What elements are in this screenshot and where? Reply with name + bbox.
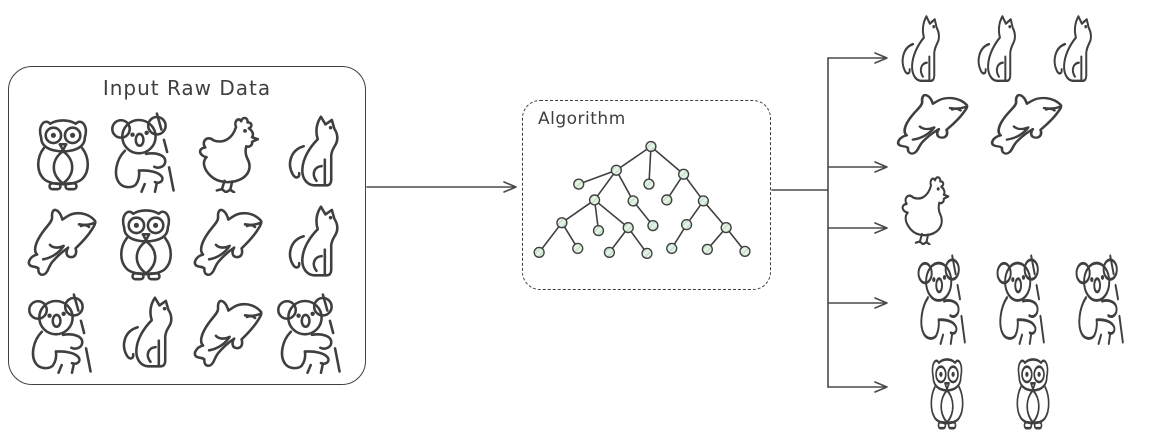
orca-icon [896,93,969,155]
algorithm-panel: Algorithm [522,100,771,290]
orca-icon [990,93,1063,155]
tree-edge [561,199,596,224]
owl-icon [1016,358,1050,430]
output-group-whales [891,87,1070,161]
tree-node [627,195,639,207]
tree-node [603,246,616,259]
input-panel-title: Input Raw Data [102,76,272,100]
owl-icon [930,358,964,430]
cat-icon [1053,15,1093,82]
tree-node [739,245,751,258]
tree-node [533,246,545,259]
output-group-koalas [913,253,1133,345]
tree-node [680,219,693,231]
tree-node [697,195,710,207]
tree-node [592,224,605,237]
tree-node [677,168,690,180]
koala-icon [917,254,967,345]
algorithm-tree [533,140,751,260]
tree-node [720,222,732,234]
tree-edge [648,146,652,185]
tree-node [701,243,713,256]
output-group-cats [888,11,1103,88]
tree-node [666,242,678,255]
tree-edge [702,200,727,229]
tree-edge [594,199,629,229]
tree-node [610,164,622,176]
tree-node [643,178,655,190]
tree-node [588,194,601,206]
input-raw-data-panel: Input Raw Data [8,66,366,385]
tree-node [622,222,634,234]
output-group-chickens [893,171,958,245]
koala-icon [996,254,1046,345]
tree-node [641,247,653,260]
tree-node [661,194,673,206]
tree-node [647,220,659,232]
tree-node [572,242,584,255]
tree-node [645,140,657,153]
output-group-owls [921,350,1059,432]
chicken-icon [901,176,950,245]
tree-edge [615,169,634,202]
koala-icon [1075,254,1125,345]
tree-node [556,217,568,229]
tree-edge [578,169,617,185]
tree-edge [538,222,563,253]
cat-icon [901,15,941,82]
cat-icon [977,15,1017,82]
tree-edge [593,169,617,201]
tree-node [573,178,585,190]
algorithm-panel-title: Algorithm [538,109,626,129]
tree-edge [650,145,685,175]
tree-edge [615,145,652,171]
